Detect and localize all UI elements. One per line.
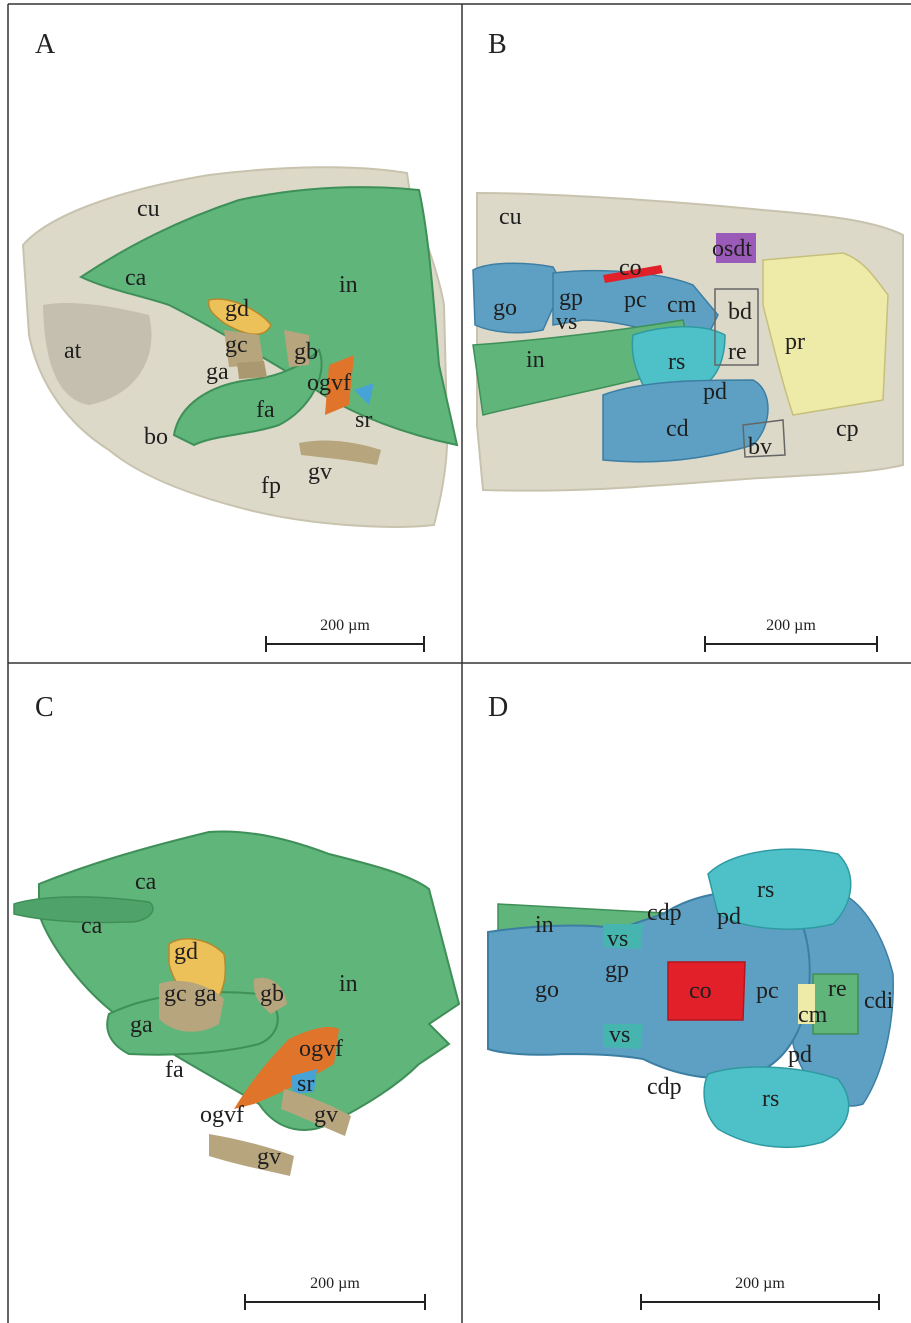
label-cm: cm [798, 1003, 827, 1027]
label-ogvf: ogvf [307, 371, 351, 395]
panel-d: D rs cdp pd in vs gp go co pc re cdi cm … [463, 664, 911, 1323]
gv-lower-tan-shape [209, 1134, 294, 1176]
label-co: co [619, 256, 642, 280]
panel-b-render [463, 5, 911, 662]
label-gv-right: gv [314, 1103, 338, 1127]
label-gd: gd [225, 297, 249, 321]
label-vs-top: vs [607, 927, 628, 951]
label-ca-left: ca [81, 914, 102, 938]
label-cu: cu [137, 197, 160, 221]
label-ogvf-left: ogvf [200, 1103, 244, 1127]
label-rs-top: rs [757, 878, 774, 902]
label-rs-bottom: rs [762, 1087, 779, 1111]
scale-bar-c: 200 µm [244, 1288, 426, 1308]
label-pr: pr [785, 330, 805, 354]
label-gc: gc [225, 333, 248, 357]
label-ca: ca [125, 266, 146, 290]
scale-bar-a: 200 µm [265, 630, 425, 650]
label-pc: pc [624, 288, 647, 312]
label-cdp-top: cdp [647, 901, 682, 925]
main-green-shape [39, 831, 459, 1130]
label-in: in [339, 972, 358, 996]
panel-a: A cu ca in gd gc at ga gb ogvf fa sr bo … [9, 5, 461, 662]
label-sr: sr [297, 1072, 314, 1096]
label-gp: gp [559, 286, 583, 310]
label-re: re [728, 340, 747, 364]
label-pd: pd [703, 380, 727, 404]
label-pd-top: pd [717, 905, 741, 929]
label-co: co [689, 979, 712, 1003]
label-vs: vs [556, 310, 577, 334]
panel-b: B cu osdt co go gp pc cm bd vs pr in rs … [463, 5, 911, 662]
label-fa: fa [256, 398, 275, 422]
label-fa: fa [165, 1058, 184, 1082]
label-gc: gc [164, 982, 187, 1006]
label-ga: ga [206, 360, 229, 384]
label-bd: bd [728, 300, 752, 324]
label-gd: gd [174, 940, 198, 964]
label-ga-inner: ga [194, 982, 217, 1006]
panel-c-render [9, 664, 461, 1323]
label-osdt: osdt [712, 237, 752, 261]
scale-bar-d: 200 µm [640, 1288, 880, 1308]
label-in: in [535, 913, 554, 937]
panel-c: C ca ca gd in gc ga gb ga ogvf fa sr ogv… [9, 664, 461, 1323]
label-gv-lower: gv [257, 1145, 281, 1169]
label-ga-outer: ga [130, 1013, 153, 1037]
label-in: in [526, 348, 545, 372]
label-gb: gb [294, 340, 318, 364]
label-cdi: cdi [864, 989, 893, 1013]
label-at: at [64, 339, 81, 363]
label-gb: gb [260, 982, 284, 1006]
label-bo: bo [144, 425, 168, 449]
label-cd: cd [666, 417, 689, 441]
label-cm: cm [667, 293, 696, 317]
scale-label-c: 200 µm [244, 1275, 426, 1293]
label-bv: bv [748, 435, 772, 459]
label-cu: cu [499, 205, 522, 229]
label-in: in [339, 273, 358, 297]
label-ca-top: ca [135, 870, 156, 894]
label-go: go [493, 296, 517, 320]
label-gv: gv [308, 460, 332, 484]
ga-tan-shape [237, 361, 267, 379]
scale-label-d: 200 µm [640, 1275, 880, 1293]
scale-label-b: 200 µm [704, 617, 878, 635]
label-vs-bottom: vs [609, 1023, 630, 1047]
label-fp: fp [261, 474, 281, 498]
label-pc: pc [756, 979, 779, 1003]
label-cdp-bottom: cdp [647, 1075, 682, 1099]
label-re: re [828, 977, 847, 1001]
scale-bar-b: 200 µm [704, 630, 878, 650]
label-gp: gp [605, 958, 629, 982]
label-rs: rs [668, 350, 685, 374]
label-ogvf-right: ogvf [299, 1037, 343, 1061]
label-pd-bottom: pd [788, 1043, 812, 1067]
label-cp: cp [836, 417, 859, 441]
scale-label-a: 200 µm [265, 617, 425, 635]
label-sr: sr [355, 408, 372, 432]
label-go: go [535, 978, 559, 1002]
